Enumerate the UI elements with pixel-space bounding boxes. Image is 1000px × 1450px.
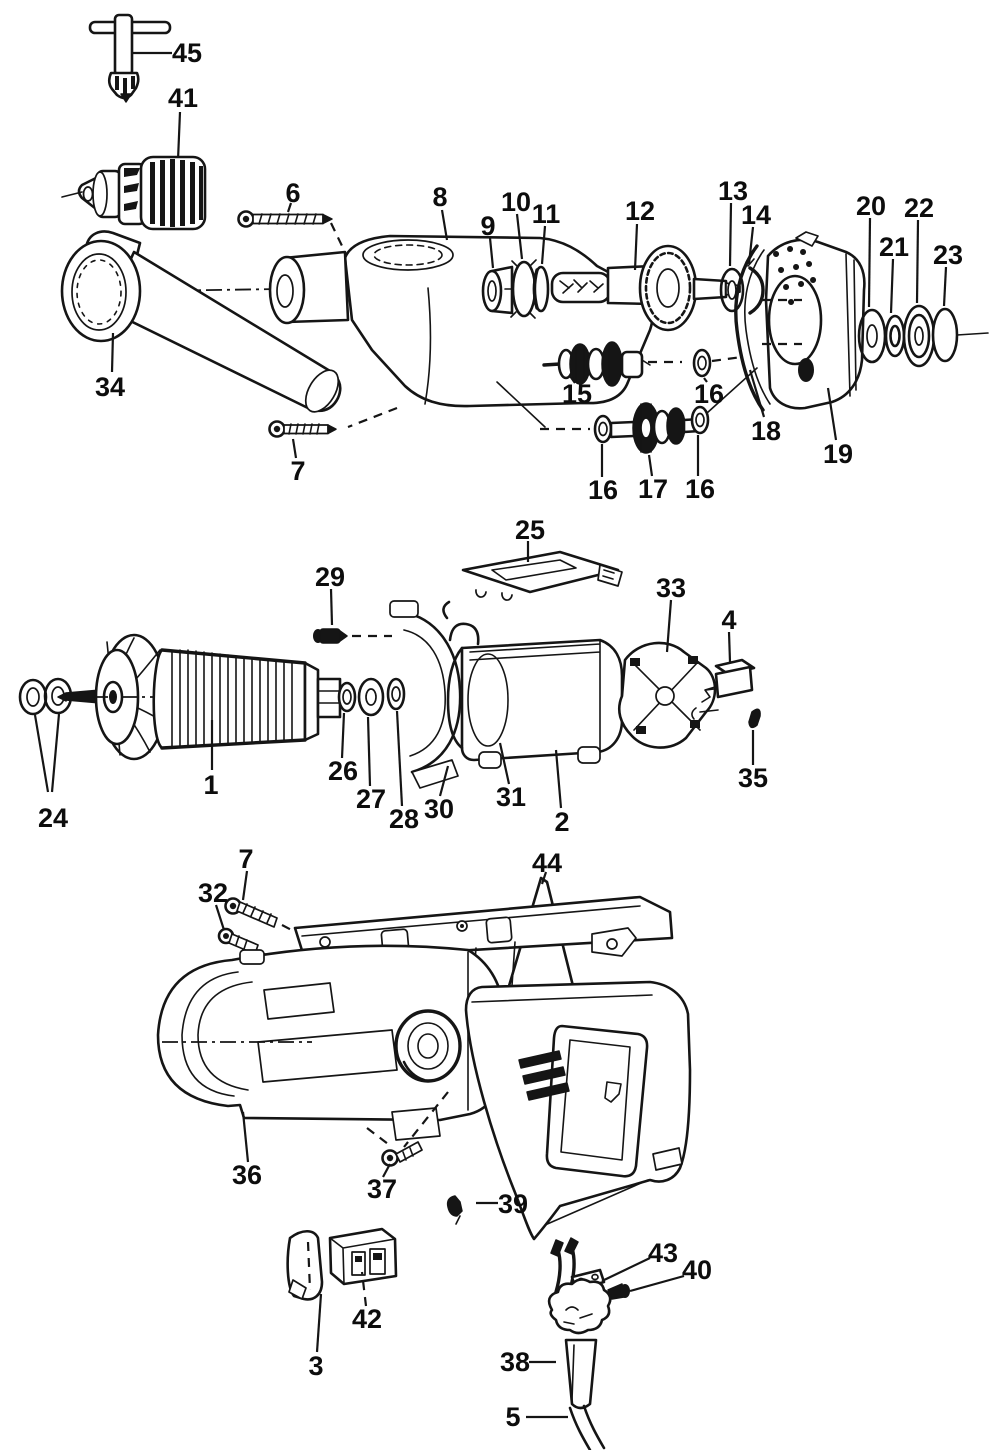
- part-label-33: 33: [656, 573, 686, 603]
- lock-clip: [446, 1195, 498, 1225]
- second-gear-shaft: [540, 367, 758, 477]
- part-label-29: 29: [315, 562, 345, 592]
- spindle-bearing-set: [481, 213, 550, 319]
- part-label-6: 6: [285, 178, 300, 208]
- part-label-1: 1: [203, 770, 218, 800]
- thrust-washers: [18, 677, 73, 793]
- part-label-32: 32: [198, 878, 228, 908]
- part-label-3: 3: [308, 1351, 323, 1381]
- screw-37: [366, 1091, 449, 1178]
- part-label-2: 2: [554, 807, 569, 837]
- screw-7-top: [268, 420, 337, 459]
- part-label-16-c: 16: [685, 474, 715, 504]
- motor-housing: [156, 944, 506, 1163]
- rear-bearing-set: [857, 217, 989, 368]
- part-label-34: 34: [95, 372, 125, 402]
- part-label-40: 40: [682, 1255, 712, 1285]
- chuck-key: [88, 13, 172, 103]
- part-label-37: 37: [367, 1174, 397, 1204]
- part-label-36: 36: [232, 1160, 262, 1190]
- spindle-gear: [550, 223, 741, 332]
- baffle-and-screw: [313, 588, 462, 797]
- part-label-5: 5: [505, 1402, 520, 1432]
- brush-and-spring: [691, 631, 761, 765]
- screw-6: [237, 202, 345, 251]
- right-clamshell-handle: [464, 980, 692, 1241]
- part-label-11: 11: [532, 199, 561, 229]
- brush-holder: [618, 599, 723, 749]
- armature: [57, 633, 351, 770]
- part-label-30: 30: [424, 794, 454, 824]
- part-label-18: 18: [751, 416, 781, 446]
- chuck: [61, 111, 207, 231]
- part-label-27: 27: [356, 784, 386, 814]
- part-label-39: 39: [498, 1189, 528, 1219]
- part-label-25: 25: [515, 515, 545, 545]
- part-label-16-a: 16: [694, 379, 724, 409]
- part-label-24: 24: [38, 803, 68, 833]
- part-label-7-bottom: 7: [238, 844, 253, 874]
- part-label-10: 10: [501, 187, 531, 217]
- part-label-16-b: 16: [588, 475, 618, 505]
- part-label-31: 31: [496, 782, 526, 812]
- part-label-4: 4: [721, 605, 736, 635]
- part-label-19: 19: [823, 439, 853, 469]
- part-label-35: 35: [738, 763, 768, 793]
- armature-bearing-stack: [337, 677, 406, 807]
- part-label-9: 9: [480, 211, 495, 241]
- part-label-23: 23: [933, 240, 963, 270]
- part-label-21: 21: [879, 232, 909, 262]
- part-label-41: 41: [168, 83, 198, 113]
- part-label-44: 44: [532, 848, 562, 878]
- part-label-26: 26: [328, 756, 358, 786]
- field-coil: [442, 600, 624, 809]
- clutch-housing: [734, 231, 866, 441]
- part-label-13: 13: [718, 176, 748, 206]
- brush-plate: [461, 541, 623, 601]
- part-label-14: 14: [741, 200, 771, 230]
- part-label-8: 8: [432, 182, 447, 212]
- left-clamshell-edge: [293, 871, 674, 1001]
- first-pinion: [542, 341, 743, 387]
- cord-assembly: [526, 1237, 685, 1450]
- part-label-20: 20: [856, 191, 886, 221]
- part-labels: 45 41 6 8 9 10 11 12 13 14 20 21 22 23 3…: [38, 38, 963, 1432]
- part-label-43: 43: [648, 1238, 678, 1268]
- part-label-42: 42: [352, 1304, 382, 1334]
- part-label-7-top: 7: [290, 456, 305, 486]
- spindle-rear-bearing: [719, 202, 765, 315]
- part-label-15: 15: [562, 379, 592, 409]
- part-label-28: 28: [389, 804, 419, 834]
- part-label-38: 38: [500, 1347, 530, 1377]
- part-label-45: 45: [172, 38, 202, 68]
- part-label-22: 22: [904, 193, 934, 223]
- part-label-12: 12: [625, 196, 655, 226]
- side-handle: [60, 230, 342, 413]
- part-label-17: 17: [638, 474, 668, 504]
- switch-assembly: [286, 1227, 398, 1353]
